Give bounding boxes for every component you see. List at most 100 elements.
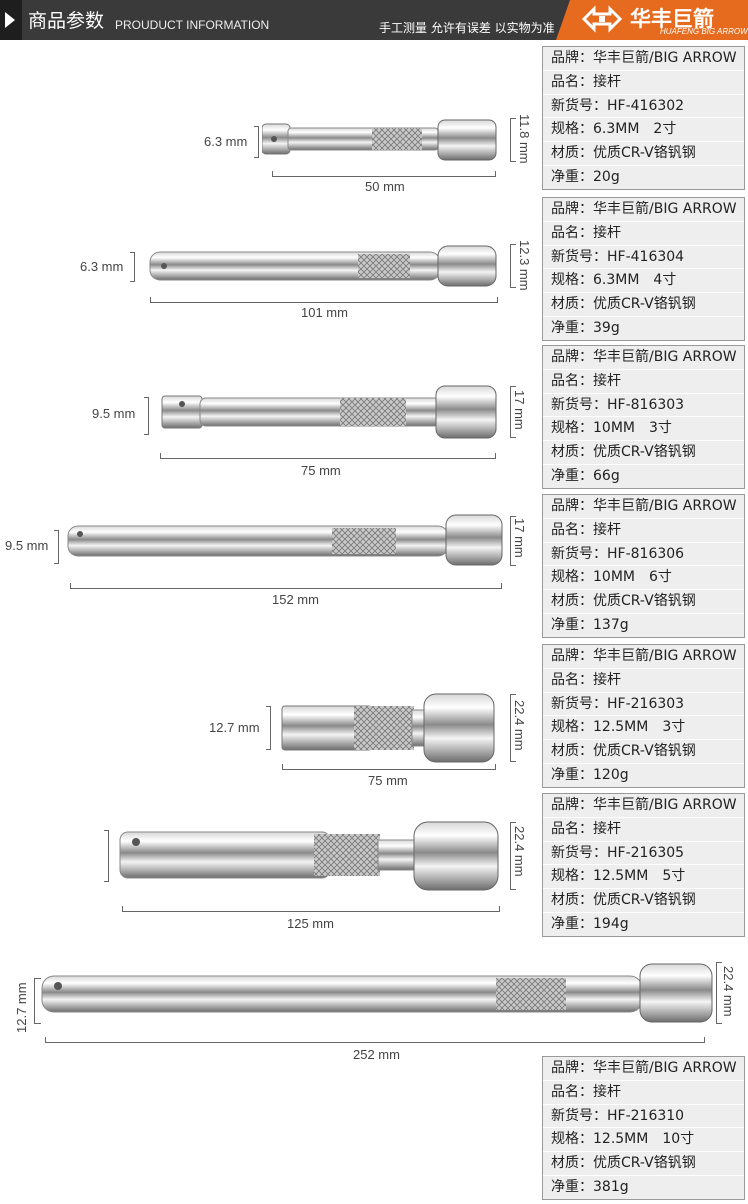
spec-weight: 净重：20g <box>551 168 620 185</box>
head-dimension-line <box>510 516 516 566</box>
spec-product-name: 品名：接杆 <box>543 519 744 543</box>
spec-item-number: 新货号：HF-816306 <box>543 543 744 567</box>
spec-product-name: 品名：接杆 <box>543 818 744 842</box>
length-label: 125 mm <box>287 916 334 931</box>
spec-product-name: 品名：接杆 <box>543 71 744 95</box>
play-arrow-icon <box>0 0 22 40</box>
extension-bar-image <box>262 119 497 161</box>
length-dimension-line <box>70 583 502 589</box>
spec-brand: 品牌：华丰巨箭/BIG ARROW <box>543 47 744 71</box>
length-label: 252 mm <box>353 1047 400 1062</box>
spec-item-number: 新货号：HF-816303 <box>543 394 744 418</box>
shaft-diameter-label: 12.7 mm <box>14 982 29 1033</box>
spec-product-name: 品名：接杆 <box>543 669 744 693</box>
spec-brand: 品牌：华丰巨箭/BIG ARROW <box>543 1057 744 1081</box>
length-dimension-line <box>45 1037 705 1043</box>
shaft-diameter-label: 6.3 mm <box>80 259 124 274</box>
spec-size: 规格：10MM 3寸 <box>543 417 744 442</box>
head-diameter-label: 17 mm <box>512 390 527 430</box>
spec-item-number: 新货号：HF-216310 <box>543 1105 744 1129</box>
brand-logo-icon <box>581 5 623 33</box>
shaft-dimension-line <box>254 126 259 158</box>
section-title: 商品参数 <box>28 10 105 32</box>
shaft-diameter-label: 6.3 mm <box>204 134 248 149</box>
length-dimension-line <box>160 453 496 459</box>
shaft-dimension-line <box>144 397 149 435</box>
shaft-dimension-line <box>34 978 41 1024</box>
spec-item-number: 新货号：HF-416304 <box>543 246 744 270</box>
brand-english-name: HUAFENG BIG ARROW <box>660 27 748 36</box>
length-dimension-line <box>150 297 498 303</box>
spec-material: 材质：优质CR-V铬钒钢 <box>543 740 744 764</box>
shaft-dimension-line <box>266 706 271 750</box>
length-label: 152 mm <box>272 592 319 607</box>
head-dimension-line <box>510 386 516 438</box>
shaft-dimension-line <box>54 530 59 564</box>
spec-size: 规格：10MM 6寸 <box>543 566 744 591</box>
head-diameter-label: 22.4 mm <box>721 966 736 1017</box>
head-diameter-label: 17 mm <box>512 518 527 558</box>
shaft-dimension-line <box>130 252 135 282</box>
length-label: 75 mm <box>368 773 408 788</box>
head-diameter-label: 22.4 mm <box>512 700 527 751</box>
brand-logo-block: 华丰巨箭 HUAFENG BIG ARROW <box>556 0 748 40</box>
head-diameter-label: 11.8 mm <box>517 114 532 164</box>
extension-bar-image <box>281 693 495 763</box>
extension-bar-image <box>161 385 497 439</box>
spec-weight: 净重：381g <box>551 1178 629 1195</box>
shaft-diameter-label: 12.7 mm <box>209 720 260 735</box>
spec-material: 材质：优质CR-V铬钒钢 <box>543 441 744 465</box>
spec-product-name: 品名：接杆 <box>543 1081 744 1105</box>
spec-size: 规格：6.3MM 2寸 <box>543 118 744 143</box>
spec-brand: 品牌：华丰巨箭/BIG ARROW <box>543 346 744 370</box>
section-subtitle: PROUDUCT INFORMATION <box>115 18 270 32</box>
shaft-diameter-label: 9.5 mm <box>92 406 136 421</box>
shaft-dimension-line <box>104 830 109 882</box>
length-label: 101 mm <box>301 305 348 320</box>
spec-material: 材质：优质CR-V铬钒钢 <box>543 590 744 614</box>
spec-item-number: 新货号：HF-216303 <box>543 693 744 717</box>
spec-table-1: 品牌：华丰巨箭/BIG ARROW 品名：接杆 新货号：HF-416302 规格… <box>542 46 745 190</box>
spec-material: 材质：优质CR-V铬钒钢 <box>543 142 744 166</box>
spec-weight: 净重：137g <box>551 616 629 633</box>
spec-size: 规格：12.5MM 3寸 <box>543 716 744 741</box>
spec-weight: 净重：39g <box>551 319 620 336</box>
measurement-note: 手工测量 允许有误差 以实物为准 <box>379 21 555 35</box>
length-label: 75 mm <box>301 463 341 478</box>
head-dimension-line <box>510 822 516 890</box>
spec-table-2: 品牌：华丰巨箭/BIG ARROW 品名：接杆 新货号：HF-416304 规格… <box>542 197 745 341</box>
spec-brand: 品牌：华丰巨箭/BIG ARROW <box>543 794 744 818</box>
head-dimension-line <box>716 962 722 1024</box>
extension-bar-image <box>149 245 497 287</box>
spec-material: 材质：优质CR-V铬钒钢 <box>543 293 744 317</box>
spec-table-5: 品牌：华丰巨箭/BIG ARROW 品名：接杆 新货号：HF-216303 规格… <box>542 644 745 788</box>
spec-table-3: 品牌：华丰巨箭/BIG ARROW 品名：接杆 新货号：HF-816303 规格… <box>542 345 745 489</box>
spec-brand: 品牌：华丰巨箭/BIG ARROW <box>543 645 744 669</box>
head-dimension-line <box>510 118 516 162</box>
spec-product-name: 品名：接杆 <box>543 222 744 246</box>
head-dimension-line <box>510 244 516 288</box>
spec-material: 材质：优质CR-V铬钒钢 <box>543 1152 744 1176</box>
spec-brand: 品牌：华丰巨箭/BIG ARROW <box>543 495 744 519</box>
length-dimension-line <box>282 764 496 770</box>
head-diameter-label: 22.4 mm <box>512 826 527 877</box>
extension-bar-image <box>67 514 503 566</box>
length-dimension-line <box>272 171 496 177</box>
spec-item-number: 新货号：HF-216305 <box>543 842 744 866</box>
header-bar: 商品参数 PROUDUCT INFORMATION 手工测量 允许有误差 以实物… <box>0 0 748 40</box>
spec-size: 规格：12.5MM 10寸 <box>543 1128 744 1153</box>
length-label: 50 mm <box>365 179 405 194</box>
spec-brand: 品牌：华丰巨箭/BIG ARROW <box>543 198 744 222</box>
brand-name: 华丰巨箭 <box>630 7 714 31</box>
spec-material: 材质：优质CR-V铬钒钢 <box>543 889 744 913</box>
head-dimension-line <box>510 694 516 762</box>
spec-table-6: 品牌：华丰巨箭/BIG ARROW 品名：接杆 新货号：HF-216305 规格… <box>542 793 745 937</box>
spec-table-7: 品牌：华丰巨箭/BIG ARROW 品名：接杆 新货号：HF-216310 规格… <box>542 1056 745 1200</box>
spec-table-4: 品牌：华丰巨箭/BIG ARROW 品名：接杆 新货号：HF-816306 规格… <box>542 494 745 638</box>
spec-weight: 净重：66g <box>551 467 620 484</box>
extension-bar-image <box>119 821 499 891</box>
spec-weight: 净重：120g <box>551 766 629 783</box>
spec-weight: 净重：194g <box>551 915 629 932</box>
spec-item-number: 新货号：HF-416302 <box>543 95 744 119</box>
head-diameter-label: 12.3 mm <box>517 240 532 291</box>
